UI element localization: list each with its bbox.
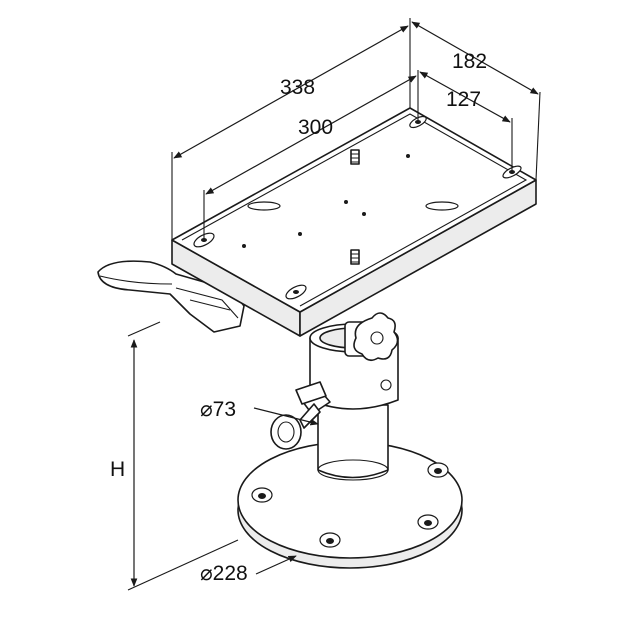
plate-center-slot — [247, 201, 281, 211]
dim-label-73: ⌀73 — [200, 398, 236, 421]
swivel-knob — [344, 312, 399, 362]
base-mounting-hole — [251, 487, 273, 503]
base-mounting-hole — [427, 462, 449, 478]
threaded-stud — [350, 149, 360, 165]
lower-column — [317, 404, 389, 481]
dim-label-h: H — [110, 458, 125, 481]
dimension-height: H — [110, 321, 239, 591]
plate-center-slot — [425, 201, 459, 211]
dim-label-127: 127 — [446, 88, 481, 111]
dimension-hole-spacing-width: 127 — [419, 71, 513, 172]
dim-label-228: ⌀228 — [200, 562, 248, 585]
dim-label-300: 300 — [298, 116, 333, 139]
dimension-column-diameter: ⌀73 — [200, 398, 319, 426]
dim-label-338: 338 — [280, 76, 315, 99]
mounting-plate — [171, 107, 537, 337]
base-mounting-hole — [417, 514, 439, 530]
dimension-base-diameter: ⌀228 — [200, 555, 297, 585]
threaded-stud — [350, 249, 360, 265]
dimension-hole-spacing-length: 300 — [203, 70, 419, 240]
plate-slot — [285, 284, 307, 300]
dim-label-182: 182 — [452, 50, 487, 73]
base-mounting-hole — [319, 532, 341, 548]
release-pedal — [97, 260, 245, 333]
dimension-overall-width: 182 — [411, 21, 541, 181]
height-lock-lever — [270, 381, 331, 450]
base-plate — [237, 441, 463, 569]
